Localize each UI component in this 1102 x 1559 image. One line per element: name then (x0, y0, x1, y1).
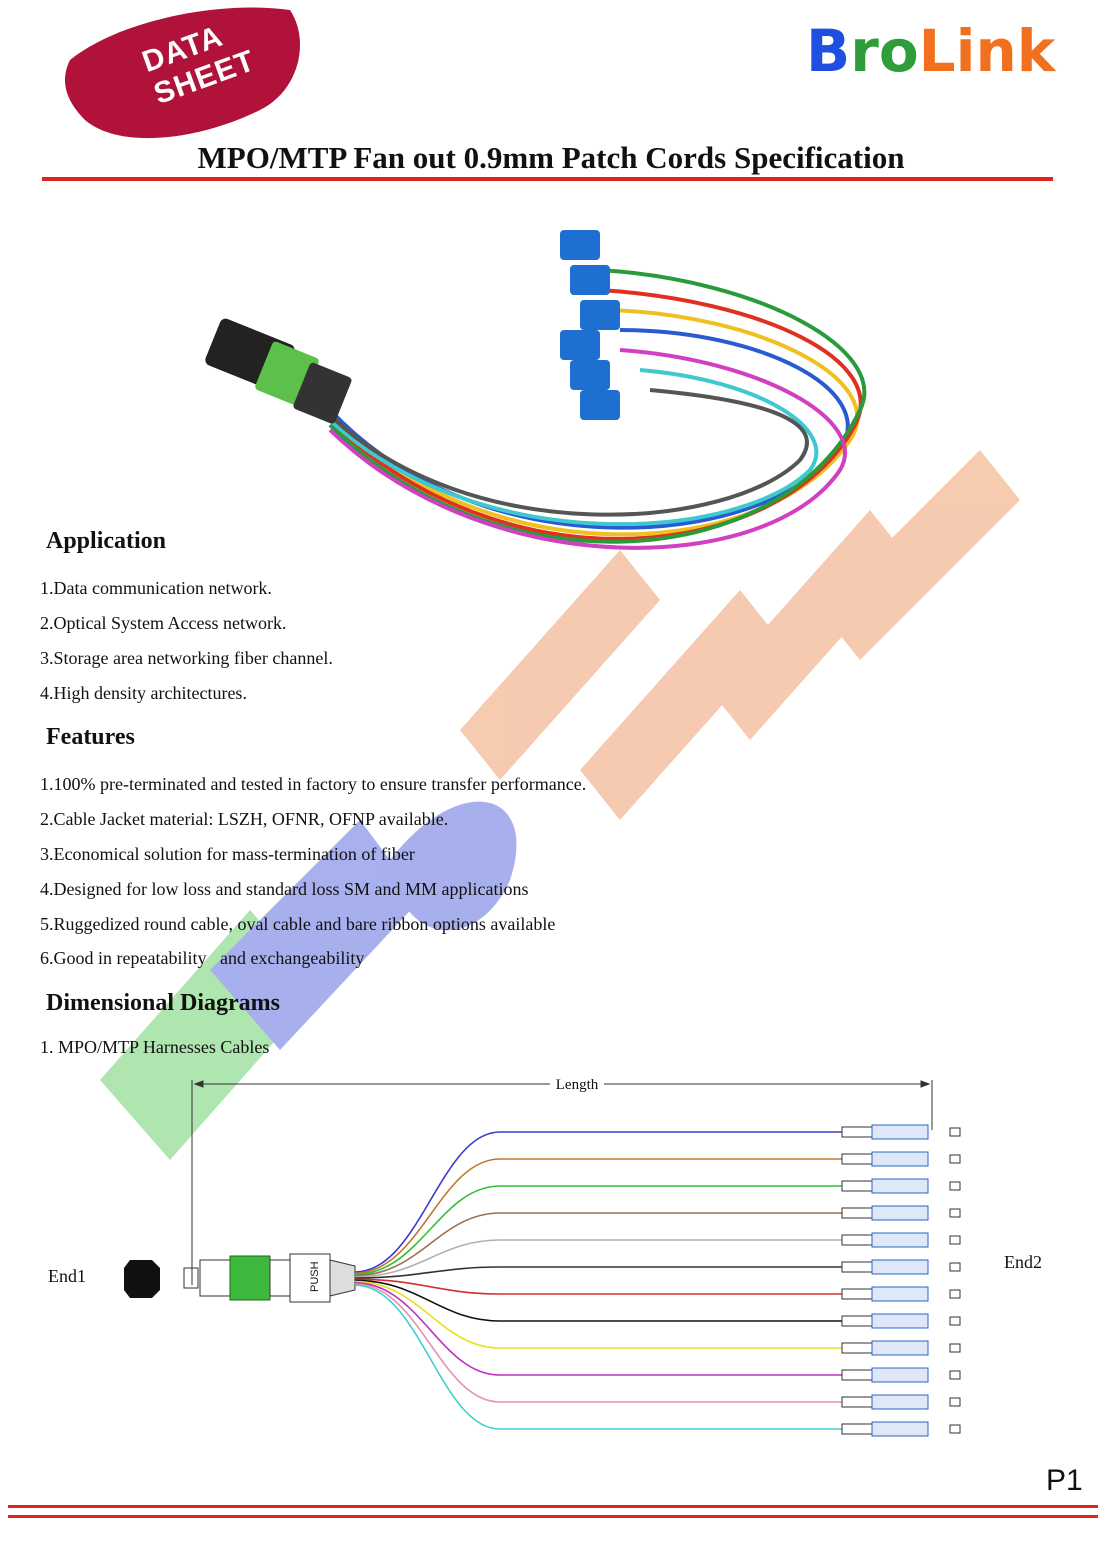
lc-boot (841, 1423, 873, 1435)
lc-end-face-icon (949, 1370, 961, 1380)
lc-connector (871, 1340, 929, 1356)
lc-end-face-icon (949, 1181, 961, 1191)
product-photo (205, 230, 867, 550)
lc-connectors-photo (560, 230, 620, 420)
fiber-line (354, 1239, 842, 1278)
lc-connector (871, 1313, 929, 1329)
lc-boot (841, 1180, 873, 1192)
lc-connector (871, 1151, 929, 1167)
fiber-line (354, 1282, 842, 1376)
harness-diagram: Length End1 End2 PUSH (48, 1077, 1042, 1437)
lc-end-face-icon (949, 1127, 961, 1137)
lc-connector (871, 1124, 929, 1140)
features-item: 1.100% pre-terminated and tested in fact… (40, 774, 587, 794)
features-item: 2.Cable Jacket material: LSZH, OFNR, OFN… (40, 809, 449, 829)
features-item: 4.Designed for low loss and standard los… (40, 879, 529, 899)
features-item: 6.Good in repeatability and exchangeabil… (40, 948, 365, 968)
lc-connector (871, 1259, 929, 1275)
lc-connector (871, 1178, 929, 1194)
length-label: Length (556, 1077, 599, 1093)
lc-boot (841, 1153, 873, 1165)
lc-boot (841, 1261, 873, 1273)
fiber-line (354, 1280, 842, 1349)
application-item: 3.Storage area networking fiber channel. (40, 648, 333, 668)
diagrams-subheading: 1. MPO/MTP Harnesses Cables (40, 1037, 270, 1057)
fiber-line (354, 1185, 842, 1276)
page-number: P1 (1046, 1464, 1083, 1497)
lc-connector (871, 1205, 929, 1221)
lc-connector (871, 1394, 929, 1410)
fiber-line (354, 1266, 842, 1279)
mpo-end-face-icon (124, 1260, 160, 1298)
application-item: 1.Data communication network. (40, 578, 272, 598)
features-item: 5.Ruggedized round cable, oval cable and… (40, 914, 556, 934)
lc-boot (841, 1234, 873, 1246)
lc-boot (841, 1126, 873, 1138)
fiber-line (354, 1283, 842, 1403)
lc-connector (871, 1232, 929, 1248)
mpo-connector-drawing: PUSH (183, 1253, 356, 1303)
lc-boot (841, 1288, 873, 1300)
lc-end-face-icon (949, 1316, 961, 1326)
lc-end-face-icon (949, 1343, 961, 1353)
lc-boot (841, 1369, 873, 1381)
end2-label: End2 (1004, 1252, 1042, 1272)
fiber-line (354, 1278, 842, 1295)
logo-part-ro: ro (850, 17, 919, 85)
fiber-line (354, 1284, 842, 1430)
application-heading: Application (46, 528, 167, 554)
length-dimension (191, 1080, 933, 1285)
logo-part-b: B (806, 17, 851, 85)
brolink-logo: BroLink (806, 16, 1056, 86)
lc-boot (841, 1207, 873, 1219)
diagrams-heading: Dimensional Diagrams (46, 990, 280, 1016)
lc-boot (841, 1315, 873, 1327)
lc-end-face-icon (949, 1235, 961, 1245)
title-divider (42, 177, 1053, 181)
lc-boot (841, 1396, 873, 1408)
lc-end-face-icon (949, 1262, 961, 1272)
footer-divider-2 (8, 1515, 1098, 1518)
fiber-line (354, 1158, 842, 1274)
lc-connector (871, 1367, 929, 1383)
lc-end-face-icon (949, 1208, 961, 1218)
lc-end-face-icon (949, 1289, 961, 1299)
fiber-group (354, 1124, 961, 1437)
mpo-connector-photo (205, 318, 352, 424)
features-item: 3.Economical solution for mass-terminati… (40, 844, 415, 864)
logo-part-link: Link (918, 17, 1056, 85)
application-item: 2.Optical System Access network. (40, 613, 287, 633)
fiber-line (354, 1131, 842, 1273)
badge-shape (65, 7, 300, 139)
lc-end-face-icon (949, 1424, 961, 1434)
footer-divider-1 (8, 1505, 1098, 1508)
features-heading: Features (46, 724, 135, 750)
push-label: PUSH (309, 1261, 321, 1292)
lc-connector (871, 1421, 929, 1437)
page-title: MPO/MTP Fan out 0.9mm Patch Cords Specif… (197, 140, 905, 175)
lc-end-face-icon (949, 1154, 961, 1164)
lc-boot (841, 1342, 873, 1354)
end1-label: End1 (48, 1266, 86, 1286)
data-sheet-badge: DATA SHEET (60, 0, 320, 150)
lc-end-face-icon (949, 1397, 961, 1407)
lc-connector (871, 1286, 929, 1302)
fiber-line (354, 1279, 842, 1322)
application-item: 4.High density architectures. (40, 683, 247, 703)
fiber-line (354, 1212, 842, 1277)
